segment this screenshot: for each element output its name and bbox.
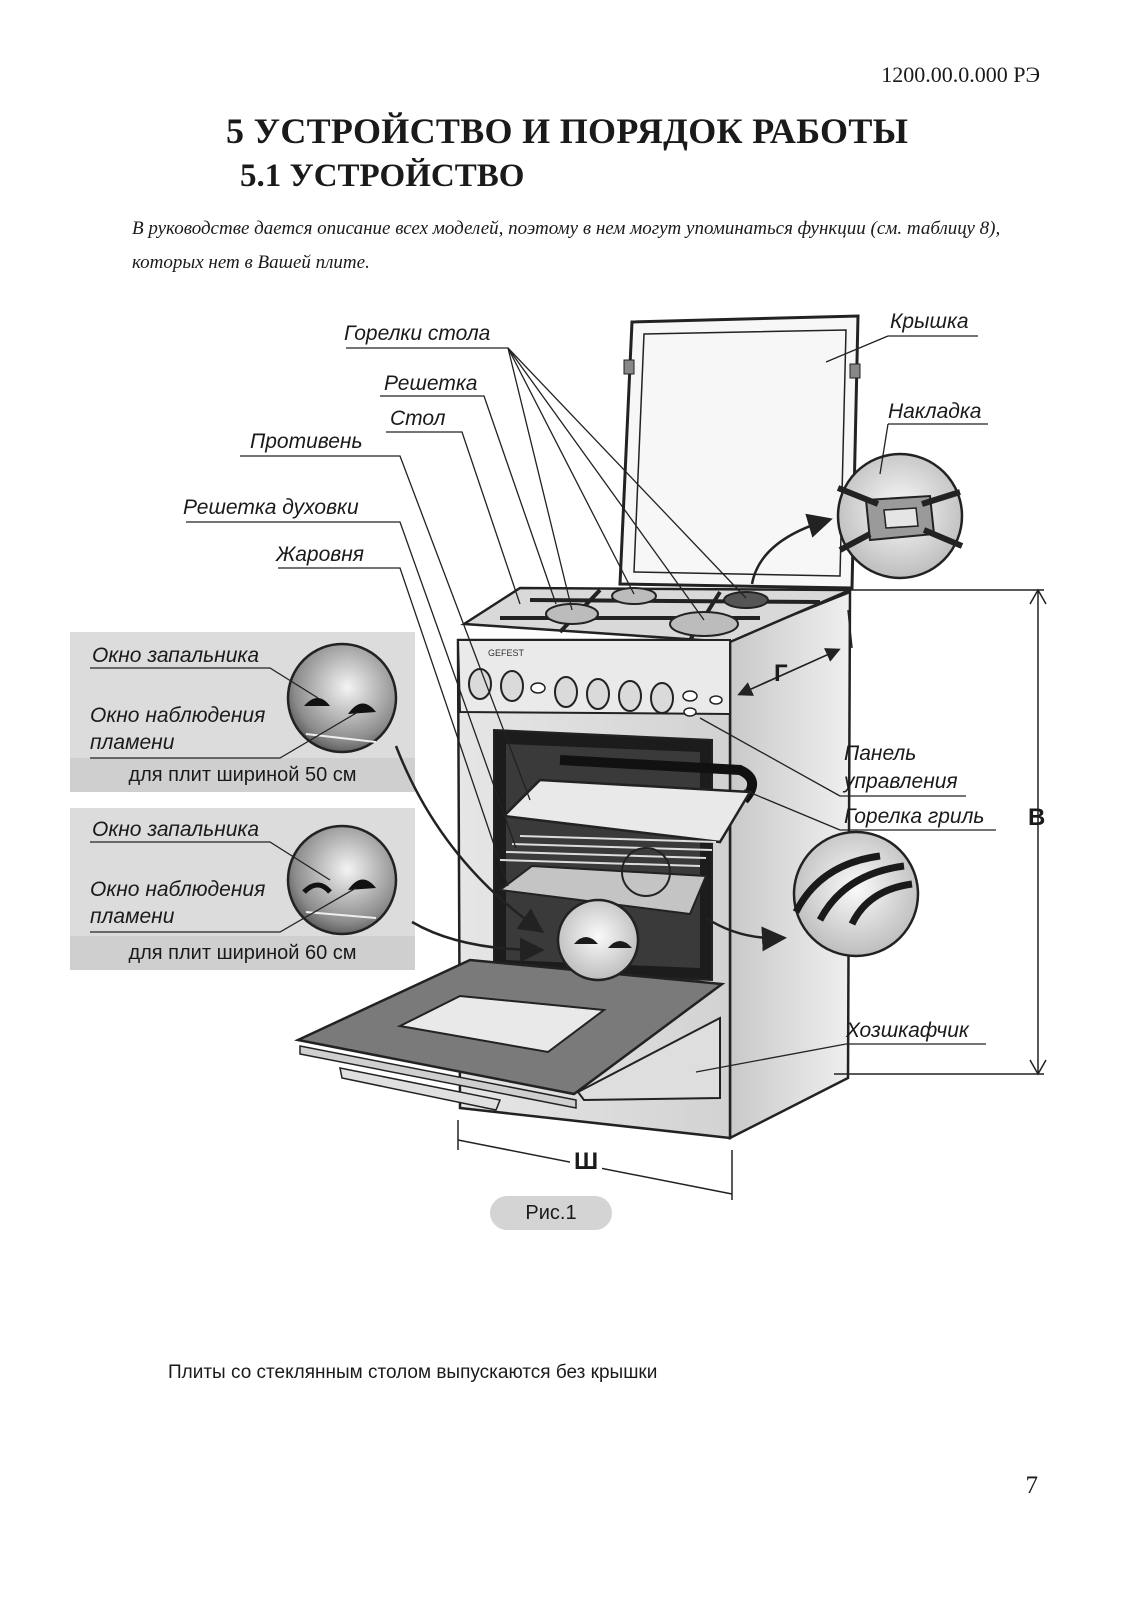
subsection-heading: 5.1 УСТРОЙСТВО <box>240 158 525 194</box>
label-overlay: Накладка <box>888 400 982 423</box>
flame-window-magnifier <box>556 898 640 982</box>
dimension-depth-label: Г <box>774 660 788 687</box>
inset60-flame-label-1: Окно наблюдения <box>90 878 266 901</box>
inset-caption-50: для плит шириной 50 см <box>70 758 415 792</box>
dimension-width-label: Ш <box>570 1148 603 1176</box>
label-grill-burner: Горелка гриль <box>844 805 985 828</box>
footnote: Плиты со стеклянным столом выпускаются б… <box>168 1362 658 1383</box>
label-control-panel-2: управления <box>844 770 958 793</box>
figure-caption: Рис.1 <box>490 1196 612 1230</box>
inset60-flame-label-2: пламени <box>90 905 175 928</box>
label-lid: Крышка <box>890 310 969 333</box>
label-table: Стол <box>390 407 446 430</box>
grill-magnifier <box>792 830 920 958</box>
dimension-height-label: В <box>1028 804 1046 831</box>
label-burners: Горелки стола <box>344 322 491 345</box>
storage-cabinet <box>576 1016 721 1102</box>
inset-caption-60: для плит шириной 60 см <box>70 936 415 970</box>
inset-lens-60 <box>286 824 398 936</box>
document-number: 1200.00.0.000 РЭ <box>881 62 1040 87</box>
inset-lens-50 <box>286 642 398 754</box>
label-grate: Решетка <box>384 372 478 395</box>
control-knobs <box>468 668 674 714</box>
brand-logo: GEFEST <box>488 648 525 658</box>
lid <box>618 314 861 590</box>
inset60-igniter-label: Окно запальника <box>92 818 260 841</box>
inset50-flame-label-2: пламени <box>90 731 175 754</box>
oven-rack <box>499 835 717 867</box>
label-tray: Противень <box>250 430 363 453</box>
intro-paragraph: В руководстве дается описание всех модел… <box>132 218 1001 273</box>
inset50-igniter-label: Окно запальника <box>92 644 260 667</box>
roaster <box>497 864 708 916</box>
label-cabinet: Хозшкафчик <box>846 1019 969 1042</box>
label-oven-rack: Решетка духовки <box>183 496 359 519</box>
inset50-flame-label-1: Окно наблюдения <box>90 704 266 727</box>
label-roaster: Жаровня <box>276 543 365 566</box>
section-heading: 5 УСТРОЙСТВО И ПОРЯДОК РАБОТЫ <box>226 111 909 151</box>
label-control-panel-1: Панель <box>844 742 917 765</box>
page-number: 7 <box>1025 1472 1039 1499</box>
hob-burners <box>545 587 769 637</box>
